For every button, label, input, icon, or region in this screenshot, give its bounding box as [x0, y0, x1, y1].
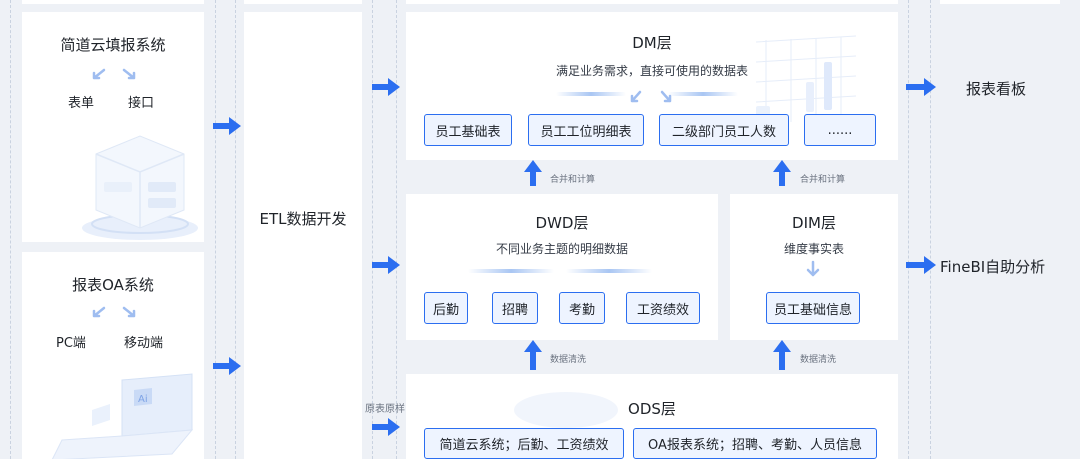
top-panel-left: [22, 0, 204, 4]
fill-system-title: 简道云填报系统: [60, 36, 166, 54]
dwd-box-recruiting: 招聘: [492, 292, 538, 324]
merge-arrow-right-icon: [773, 160, 791, 186]
etl-to-dwd-arrow-icon: [372, 256, 400, 274]
server-illustration-icon: [82, 135, 198, 240]
dim-subtitle: 维度事实表: [783, 242, 844, 256]
fill-system-card: 简道云填报系统 表单 接口: [22, 12, 204, 242]
dwd-layer-panel: DWD层 不同业务主题的明细数据 后勤 招聘 考勤 工资绩效: [406, 194, 718, 340]
dwd-flow-bar-left: [468, 269, 554, 273]
dm-box-dept-headcount: 二级部门员工人数: [659, 114, 789, 146]
raw-copy-label: 原表原样: [365, 404, 405, 415]
clean-label-left: 数据清洗: [550, 355, 587, 365]
dm-box-seat-detail: 员工工位明细表: [528, 114, 644, 146]
dm-split-arrows-icon: [630, 90, 672, 103]
dwd-flow-bar-right: [566, 269, 652, 273]
dm-box-employee-base: 员工基础表: [424, 114, 512, 146]
dm-layer-panel: DM层 满足业务需求，直接可使用的数据表 员工基础表 员工工位明细表 二级部门员…: [406, 12, 898, 160]
ods-sphere-illustration-icon: [514, 392, 618, 428]
dim-title: DIM层: [792, 214, 836, 232]
output-report-dashboard: 报表看板: [966, 80, 1027, 98]
ods-box-oa-system: OA报表系统；招聘、考勤、人员信息: [633, 428, 877, 459]
svg-text:Ai: Ai: [138, 394, 148, 405]
dwd-title: DWD层: [535, 214, 589, 232]
dim-layer-panel: DIM层 维度事实表 员工基础信息: [730, 194, 898, 340]
dim-box-employee-info: 员工基础信息: [766, 292, 860, 324]
clean-arrow-left-icon: [524, 340, 542, 370]
etl-to-dm-arrow-icon: [372, 78, 400, 96]
etl-label: ETL数据开发: [259, 210, 347, 228]
etl-column: ETL数据开发: [244, 12, 362, 459]
dim-down-arrow-icon: [806, 260, 820, 277]
ods-title: ODS层: [628, 400, 676, 418]
dwd-box-attendance: 考勤: [559, 292, 605, 324]
output-finebi-analysis: FineBI自助分析: [940, 258, 1046, 276]
oa-split-arrows-icon: [92, 306, 136, 318]
oa-system-card: 报表OA系统 PC端 移动端 Ai: [22, 252, 204, 459]
etl-to-ods-arrow-icon: [372, 418, 400, 436]
dm-title: DM层: [632, 34, 672, 52]
dwd-subtitle: 不同业务主题的明细数据: [495, 242, 628, 256]
to-report-arrow-icon: [906, 78, 936, 96]
dwd-box-salary: 工资绩效: [626, 292, 700, 324]
oa-item-pc: PC端: [56, 336, 86, 351]
oa-item-mobile: 移动端: [124, 336, 164, 351]
fill-split-arrows-icon: [92, 68, 136, 80]
fill-item-api: 接口: [128, 96, 155, 111]
merge-label-right: 合并和计算: [800, 175, 846, 185]
output-column: [940, 12, 1060, 459]
fill-item-form: 表单: [68, 96, 95, 111]
laptop-illustration-icon: Ai: [52, 373, 194, 459]
top-panel-layers: [406, 0, 898, 4]
clean-label-right: 数据清洗: [800, 355, 837, 365]
clean-arrow-right-icon: [773, 340, 791, 370]
dm-box-more: ......: [804, 114, 876, 146]
top-panel-etl: [244, 0, 362, 4]
ods-layer-panel: ODS层 简道云系统；后勤、工资绩效 OA报表系统；招聘、考勤、人员信息: [406, 374, 898, 459]
dm-flow-bar-left: [556, 92, 626, 96]
top-panel-output: [940, 0, 1060, 4]
dm-subtitle: 满足业务需求，直接可使用的数据表: [555, 64, 748, 78]
merge-arrow-left-icon: [524, 160, 542, 186]
fill-to-etl-arrow-icon: [213, 117, 241, 135]
dm-flow-bar-right: [668, 92, 738, 96]
ods-box-jdy-system: 简道云系统；后勤、工资绩效: [424, 428, 624, 459]
merge-label-left: 合并和计算: [550, 175, 596, 185]
oa-to-etl-arrow-icon: [213, 357, 241, 375]
oa-system-title: 报表OA系统: [72, 276, 154, 294]
dwd-box-logistics: 后勤: [424, 292, 468, 324]
to-finebi-arrow-icon: [906, 256, 936, 274]
